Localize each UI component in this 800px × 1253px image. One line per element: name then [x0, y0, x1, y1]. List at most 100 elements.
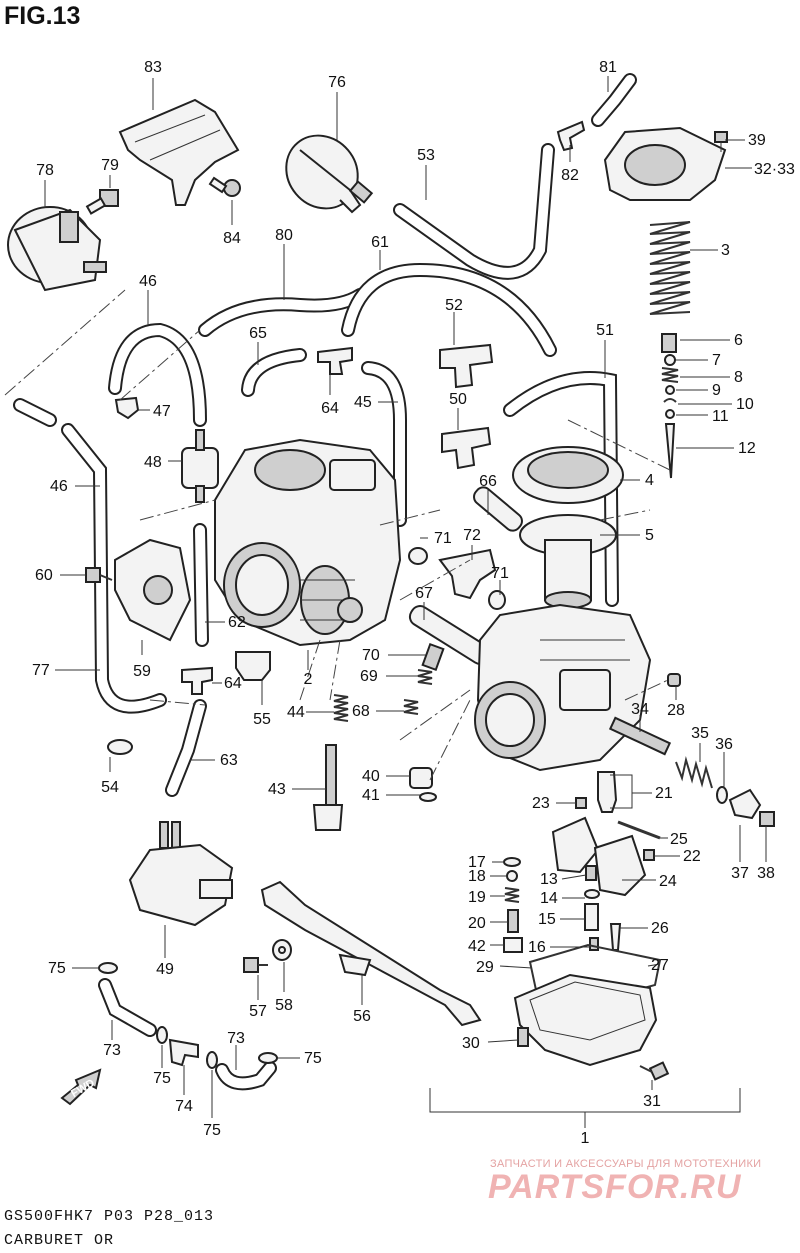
hose-46-lower[interactable]: [61, 423, 167, 714]
valve-48[interactable]: [181, 429, 219, 503]
spring-68[interactable]: [403, 699, 419, 715]
clip-75-right[interactable]: [258, 1052, 278, 1064]
bolt-84[interactable]: [208, 176, 241, 197]
callout-16: 16: [528, 939, 546, 956]
callout-63: 63: [220, 752, 238, 769]
callout-51: 51: [596, 322, 614, 339]
assembly-lines: [4, 289, 671, 781]
ring-41[interactable]: [419, 792, 437, 802]
callout-2: 2: [304, 671, 313, 688]
o-ring-71-left[interactable]: [408, 547, 428, 565]
hose-46-upper[interactable]: [108, 322, 207, 427]
clip-54[interactable]: [107, 739, 133, 755]
solenoid-78[interactable]: [7, 206, 107, 292]
callout-71-lower: 71: [491, 565, 509, 582]
top-cap-32-33[interactable]: [603, 126, 727, 201]
callout-28: 28: [667, 702, 685, 719]
part-40[interactable]: [409, 767, 433, 789]
callout-70: 70: [362, 647, 380, 664]
joint-64-lower[interactable]: [181, 666, 213, 695]
hose-45[interactable]: [361, 361, 407, 527]
screw-23[interactable]: [575, 797, 587, 809]
cap-28[interactable]: [667, 673, 681, 687]
hose-81[interactable]: [591, 73, 637, 127]
rod-25[interactable]: [617, 820, 661, 840]
clip-75-upper[interactable]: [98, 962, 118, 974]
fuel-filter-76[interactable]: [272, 121, 374, 223]
hose-65[interactable]: [241, 348, 307, 397]
callout-11: 11: [712, 408, 729, 425]
hose-63[interactable]: [165, 699, 207, 797]
callout-74: 74: [175, 1098, 193, 1115]
hose-80[interactable]: [198, 288, 367, 337]
joint-64-upper[interactable]: [317, 346, 353, 375]
callout-32-33: 32·33: [754, 161, 795, 178]
screw-70[interactable]: [421, 642, 445, 672]
callout-73-right: 73: [227, 1030, 245, 1047]
callout-22: 22: [683, 848, 701, 865]
sensor-59[interactable]: [114, 538, 192, 642]
spring-69[interactable]: [417, 669, 433, 685]
hose-51[interactable]: [503, 371, 619, 607]
callout-75-top: 75: [48, 960, 66, 977]
screw-30[interactable]: [517, 1027, 529, 1047]
hose-62[interactable]: [193, 523, 209, 647]
screw-39[interactable]: [714, 131, 728, 152]
joint-72[interactable]: [438, 548, 497, 600]
carburetor-body-2[interactable]: [214, 438, 402, 647]
spring-35[interactable]: [675, 756, 713, 789]
bolt-79[interactable]: [85, 189, 119, 215]
callout-4: 4: [645, 472, 654, 489]
callout-73-left: 73: [103, 1042, 121, 1059]
callout-68: 68: [352, 703, 370, 720]
shaft-34[interactable]: [608, 716, 672, 756]
screw-22[interactable]: [643, 849, 655, 861]
t-joint-82[interactable]: [556, 120, 586, 152]
screw-60[interactable]: [85, 567, 113, 583]
callout-26: 26: [651, 920, 669, 937]
diaphragm-4[interactable]: [512, 446, 624, 504]
carburetor-body-right[interactable]: [474, 603, 652, 772]
fitting-47[interactable]: [114, 396, 140, 420]
callout-76: 76: [328, 74, 346, 91]
screw-31[interactable]: [639, 1061, 670, 1081]
hose-73-left[interactable]: [98, 978, 157, 1037]
jet-21[interactable]: [597, 771, 618, 813]
float-24[interactable]: [551, 816, 647, 897]
callout-75-right: 75: [304, 1050, 322, 1067]
hose-piece-left[interactable]: [13, 398, 57, 427]
callout-47: 47: [153, 403, 171, 420]
o-ring-36[interactable]: [716, 786, 728, 804]
callout-58: 58: [275, 997, 293, 1014]
bracket-83[interactable]: [118, 98, 240, 206]
hose-53[interactable]: [393, 143, 555, 280]
o-ring-71-right[interactable]: [488, 590, 506, 610]
washer-58[interactable]: [272, 939, 292, 961]
t-joint-52[interactable]: [439, 343, 494, 389]
leader-lines: [44, 76, 767, 1128]
callout-18: 18: [468, 868, 486, 885]
spring-3[interactable]: [649, 221, 691, 315]
bolt-57[interactable]: [243, 957, 268, 973]
screw-38[interactable]: [759, 811, 775, 827]
callout-72: 72: [463, 527, 481, 544]
callout-48: 48: [144, 454, 162, 471]
screw-37[interactable]: [728, 788, 762, 820]
piston-5[interactable]: [519, 514, 617, 609]
float-bowl-27[interactable]: [513, 973, 658, 1067]
screw-43[interactable]: [312, 744, 344, 831]
hose-73-right[interactable]: [215, 1061, 277, 1091]
bracket-56[interactable]: [260, 880, 482, 1027]
needle-parts-6-12[interactable]: [661, 333, 679, 479]
callout-9: 9: [712, 382, 721, 399]
hose-61[interactable]: [341, 262, 557, 357]
clip-75-middle[interactable]: [156, 1026, 168, 1044]
valve-49[interactable]: [128, 821, 234, 927]
callout-35: 35: [691, 725, 709, 742]
clip-75-lower[interactable]: [206, 1051, 218, 1069]
spring-44[interactable]: [333, 694, 349, 722]
joint-74[interactable]: [168, 1038, 199, 1067]
tube-66[interactable]: [471, 484, 525, 534]
callout-57: 57: [249, 1003, 267, 1020]
t-joint-50[interactable]: [441, 426, 492, 470]
